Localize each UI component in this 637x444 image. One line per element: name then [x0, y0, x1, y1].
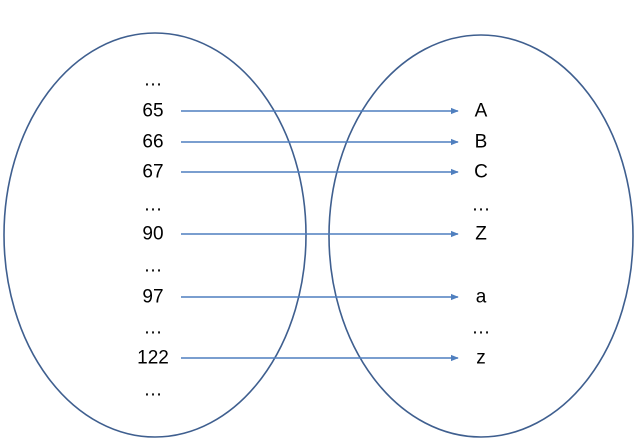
codomain-label: a [476, 287, 487, 308]
domain-label: 122 [137, 348, 169, 369]
domain-label: 97 [142, 287, 163, 308]
mapping-arrows [181, 107, 459, 362]
domain-ellipsis: … [144, 380, 163, 401]
codomain-label: z [476, 348, 486, 369]
codomain-ellipsis: … [472, 195, 491, 216]
codomain-label: C [474, 162, 488, 183]
codomain-label: Z [475, 224, 487, 245]
codomain-label: A [475, 101, 488, 122]
domain-set-ellipse [3, 32, 307, 438]
domain-label: 66 [142, 132, 163, 153]
codomain-ellipsis: … [472, 318, 491, 339]
domain-ellipsis: … [144, 195, 163, 216]
domain-label: 65 [142, 101, 163, 122]
codomain-set-ellipse [328, 34, 634, 438]
codomain-label: B [475, 132, 488, 153]
domain-ellipsis: … [144, 256, 163, 277]
domain-labels: … 65 66 67 … 90 … 97 … 122 … [137, 70, 169, 401]
codomain-labels: ABC … Za … z [472, 101, 491, 369]
domain-label: 67 [142, 162, 163, 183]
domain-ellipsis: … [144, 70, 163, 91]
domain-label: 90 [142, 224, 163, 245]
domain-ellipsis: … [144, 318, 163, 339]
